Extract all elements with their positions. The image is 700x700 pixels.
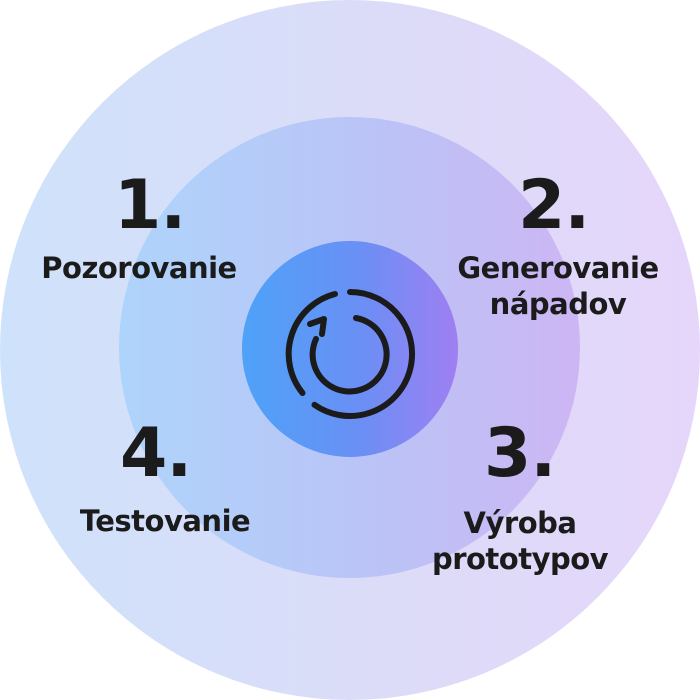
step-label: Výroba prototypov [431,506,609,576]
step-number: 2. [518,166,590,245]
step-label: Testovanie [79,504,251,538]
cycle-refresh-icon [285,289,416,419]
step-number: 4. [120,414,192,493]
center-circle [242,241,458,457]
step-label: Pozorovanie [41,251,237,285]
step-label: Generovanie nápadov [457,251,659,321]
step-number: 3. [484,414,556,493]
step-number: 1. [114,166,186,245]
